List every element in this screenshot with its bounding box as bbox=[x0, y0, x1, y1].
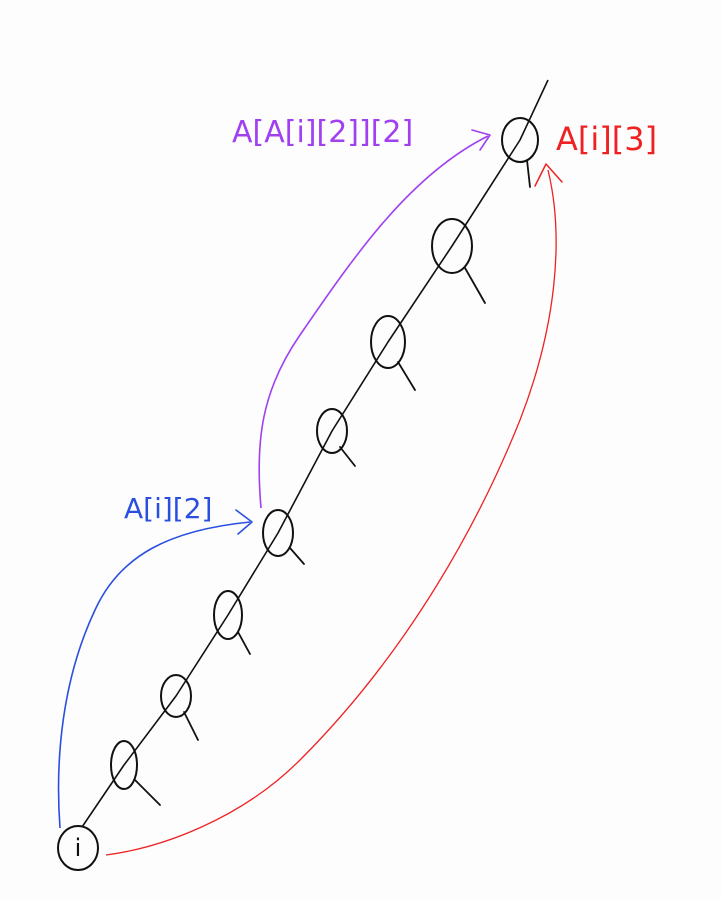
branch-stub bbox=[134, 779, 161, 806]
branch-stub bbox=[526, 159, 531, 188]
node-label: i bbox=[75, 834, 82, 862]
node-circle bbox=[370, 315, 406, 369]
node-circle bbox=[262, 509, 294, 557]
node-circle bbox=[213, 590, 243, 640]
arrow-a-i-3-head bbox=[534, 163, 563, 187]
arrow-a-a-i-2-2-head bbox=[471, 129, 491, 151]
trunk-line bbox=[79, 79, 549, 831]
branch-stubs bbox=[134, 159, 531, 806]
label-a-i-3: A[i][3] bbox=[556, 120, 657, 158]
arrow-a-i-2-head bbox=[235, 509, 253, 535]
arrow-a-i-2 bbox=[57, 521, 251, 829]
branch-stub bbox=[464, 267, 486, 304]
tree-node bbox=[110, 740, 138, 790]
branch-stub bbox=[289, 547, 305, 565]
node-circle bbox=[316, 408, 348, 454]
branch-stub bbox=[183, 711, 199, 741]
tree-nodes: i bbox=[57, 117, 539, 871]
trunk-edges bbox=[79, 79, 549, 831]
tree-node bbox=[316, 408, 348, 454]
node-circle bbox=[160, 674, 192, 718]
tree-node bbox=[501, 117, 539, 163]
branch-stub bbox=[397, 361, 416, 391]
label-a-a-i-2-2: A[A[i][2]][2] bbox=[232, 115, 413, 150]
node-circle bbox=[110, 740, 138, 790]
arrow-a-a-i-2-2 bbox=[258, 135, 489, 509]
tree-node bbox=[370, 315, 406, 369]
tree-node bbox=[213, 590, 243, 640]
tree-node bbox=[160, 674, 192, 718]
tree-node bbox=[431, 218, 473, 274]
jump-arrows bbox=[57, 129, 563, 856]
node-circle bbox=[57, 825, 99, 871]
tree-node: i bbox=[57, 825, 99, 871]
arrow-a-i-3 bbox=[105, 169, 557, 856]
branch-stub bbox=[339, 446, 356, 467]
node-circle bbox=[501, 117, 539, 163]
tree-node bbox=[262, 509, 294, 557]
branch-stub bbox=[237, 631, 251, 655]
label-a-i-2: A[i][2] bbox=[124, 492, 212, 525]
node-circle bbox=[431, 218, 473, 274]
